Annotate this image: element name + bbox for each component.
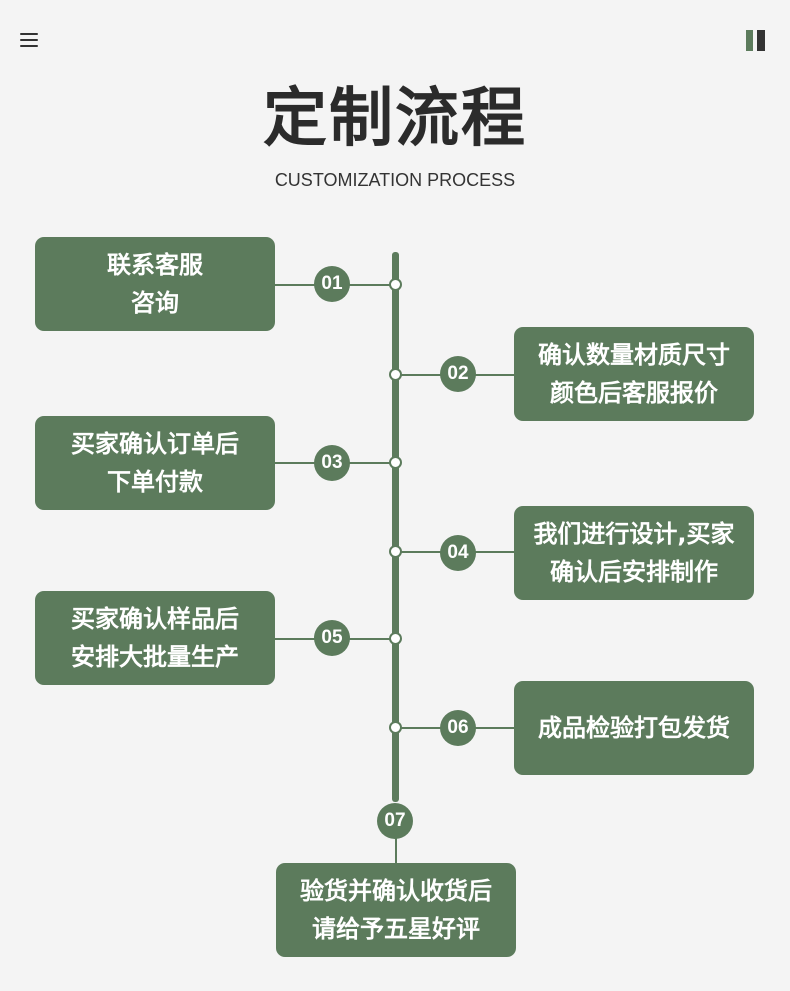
step-05-node (389, 632, 402, 645)
step-05-badge: 05 (314, 620, 350, 656)
step-03-node (389, 456, 402, 469)
step-04-card: 我们进行设计,买家 确认后安排制作 (514, 506, 754, 600)
step-07-card: 验货并确认收货后 请给予五星好评 (276, 863, 516, 957)
step-04-badge: 04 (440, 535, 476, 571)
step-04-node (389, 545, 402, 558)
step-01-badge: 01 (314, 266, 350, 302)
step-01-text-line-2: 咨询 (131, 289, 179, 317)
step-03-card: 买家确认订单后 下单付款 (35, 416, 275, 510)
step-06-text-line-1: 成品检验打包发货 (538, 714, 730, 742)
step-03-text-line-1: 买家确认订单后 (71, 430, 239, 458)
page-subtitle: CUSTOMIZATION PROCESS (274, 170, 516, 190)
step-07-badge: 07 (377, 803, 413, 839)
step-07-text-line-1: 验货并确认收货后 (300, 877, 492, 905)
process-timeline-spine (392, 252, 399, 802)
step-06-card: 成品检验打包发货 (514, 681, 754, 775)
step-01-card: 联系客服 咨询 (35, 237, 275, 331)
step-02-card: 确认数量材质尺寸 颜色后客服报价 (514, 327, 754, 421)
step-06-node (389, 721, 402, 734)
step-02-text-line-1: 确认数量材质尺寸 (538, 341, 730, 369)
step-07-text-line-2: 请给予五星好评 (312, 915, 480, 943)
step-05-text-line-1: 买家确认样品后 (71, 605, 239, 633)
hamburger-menu-icon[interactable] (20, 33, 38, 49)
step-01-node (389, 278, 402, 291)
step-04-text-line-2: 确认后安排制作 (550, 558, 718, 586)
step-03-text-line-2: 下单付款 (107, 468, 203, 496)
timeline-tail-line (395, 838, 397, 864)
step-01-text-line-1: 联系客服 (107, 251, 203, 279)
step-05-text-line-2: 安排大批量生产 (71, 643, 239, 671)
step-04-text-line-1: 我们进行设计,买家 (533, 520, 735, 548)
step-02-node (389, 368, 402, 381)
step-02-text-line-2: 颜色后客服报价 (550, 379, 718, 407)
step-06-badge: 06 (440, 710, 476, 746)
page-title: 定制流程 (263, 82, 527, 156)
vertical-bars-icon (746, 30, 768, 51)
step-02-badge: 02 (440, 356, 476, 392)
step-03-badge: 03 (314, 445, 350, 481)
step-05-card: 买家确认样品后 安排大批量生产 (35, 591, 275, 685)
